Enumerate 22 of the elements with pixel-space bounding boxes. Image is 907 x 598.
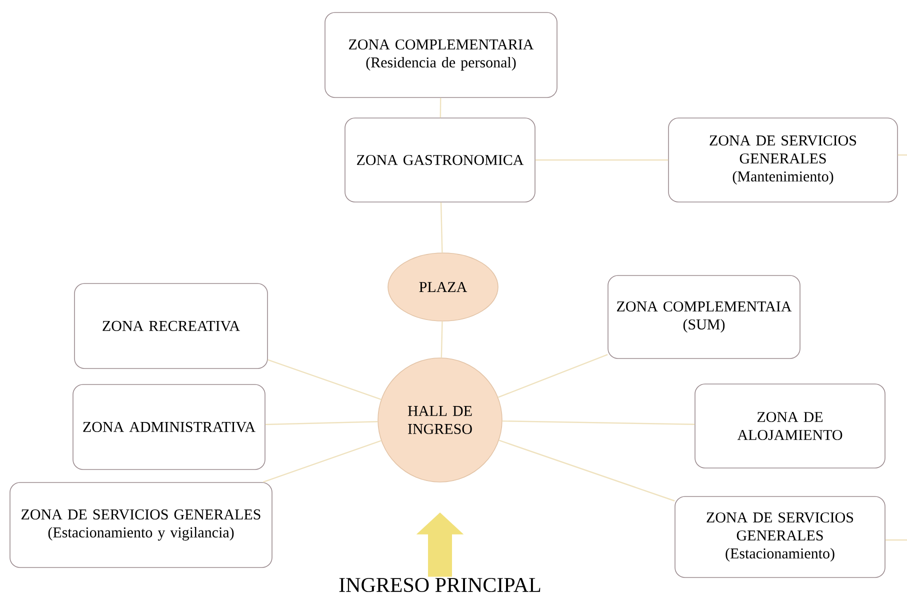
zone-box: ZONA DE SERVICIOS GENERALES (Estacionamiento y vigilancia) <box>10 482 272 568</box>
entrance-label: INGRESO PRINCIPAL <box>339 578 540 592</box>
connector-line <box>265 421 378 426</box>
connector-line <box>898 154 907 156</box>
connector-line <box>440 202 443 253</box>
zone-box: ZONA DE SERVICIOS GENERALES (Mantenimiento) <box>668 118 898 202</box>
zone-box: ZONA COMPLEMENTAIA (SUM) <box>608 275 800 359</box>
connector-line <box>268 359 382 400</box>
zone-box: ZONA DE SERVICIOS GENERALES (Estacionamiento) <box>674 496 886 578</box>
connector-line <box>502 420 695 425</box>
connector-line <box>498 440 675 502</box>
connector-line <box>498 354 608 398</box>
connector-line <box>535 159 668 161</box>
connector-line <box>262 440 382 483</box>
zone-box: ZONA ADMINISTRATIVA <box>72 384 266 470</box>
connector-line <box>440 98 442 118</box>
zone-box: ZONA RECREATIVA <box>74 283 268 369</box>
zone-box: ZONA COMPLEMENTARIA (Residencia de personal) <box>324 12 558 98</box>
connector-line <box>885 539 907 541</box>
zone-box: ZONA DE ALOJAMIENTO <box>694 384 886 468</box>
zone-box: ZONA GASTRONOMICA <box>344 118 536 202</box>
connector-line <box>440 321 443 358</box>
